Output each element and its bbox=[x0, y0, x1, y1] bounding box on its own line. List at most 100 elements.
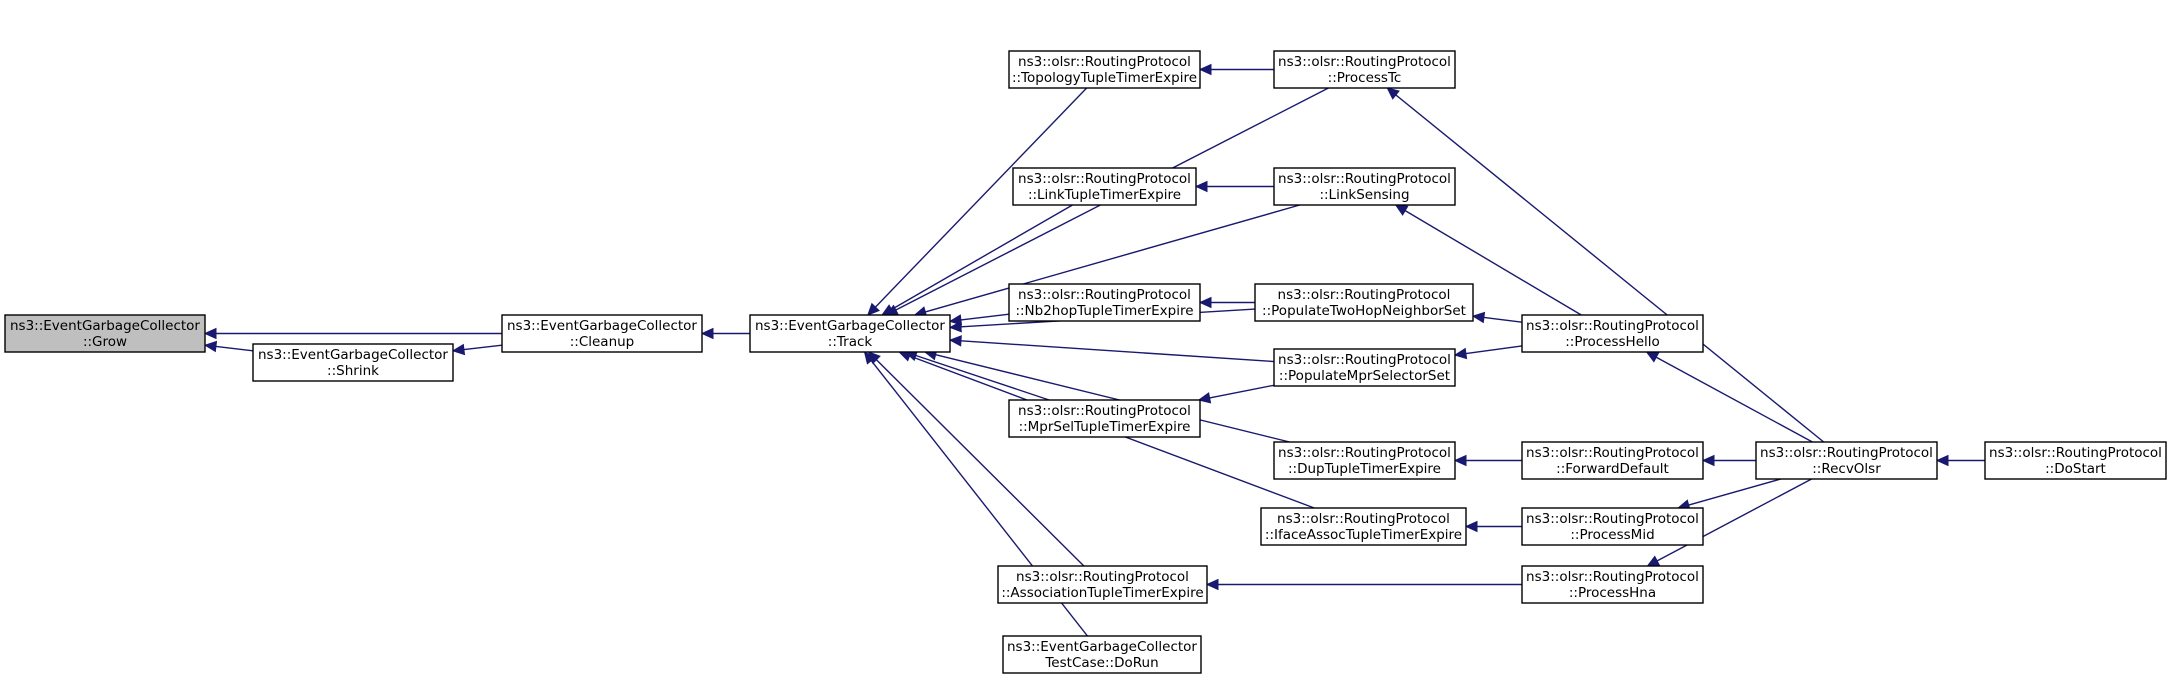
edge-populateMprSel-to-mprSelTupleTimerExpire bbox=[1197, 384, 1275, 404]
node-cleanup[interactable]: ns3::EventGarbageCollector::Cleanup bbox=[501, 314, 703, 353]
node-box bbox=[1273, 441, 1456, 480]
node-label-line1: ns3::olsr::RoutingProtocol bbox=[1760, 445, 1933, 461]
edge-line bbox=[874, 87, 1088, 308]
node-box bbox=[1521, 507, 1704, 546]
node-label-line2: ::DupTupleTimerExpire bbox=[1288, 461, 1441, 477]
node-label-line2: ::ProcessHello bbox=[1565, 334, 1660, 350]
arrowhead bbox=[1453, 347, 1468, 360]
node-label-line2: ::TopologyTupleTimerExpire bbox=[1012, 70, 1197, 86]
edge-line bbox=[1395, 94, 1825, 443]
node-mprSelTupleTimerExpire[interactable]: ns3::olsr::RoutingProtocol::MprSelTupleT… bbox=[1008, 399, 1201, 438]
node-box bbox=[1521, 565, 1704, 604]
node-forwardDefault[interactable]: ns3::olsr::RoutingProtocol::ForwardDefau… bbox=[1521, 441, 1704, 480]
node-label-line1: ns3::EventGarbageCollector bbox=[507, 318, 697, 334]
arrowhead bbox=[948, 335, 962, 347]
node-label-line1: ns3::olsr::RoutingProtocol bbox=[1278, 54, 1451, 70]
edge-cleanup-to-grow bbox=[203, 327, 502, 340]
node-label-line2: ::Grow bbox=[83, 334, 127, 350]
arrowhead bbox=[1646, 555, 1661, 567]
edge-line bbox=[215, 345, 254, 352]
node-label-line1: ns3::olsr::RoutingProtocol bbox=[1018, 171, 1191, 187]
edge-line bbox=[1655, 356, 1813, 443]
arrowhead bbox=[1935, 454, 1949, 467]
node-linkSensing[interactable]: ns3::olsr::RoutingProtocol::LinkSensing bbox=[1273, 167, 1456, 206]
node-ifaceAssocTupleTimerExpire[interactable]: ns3::olsr::RoutingProtocol::IfaceAssocTu… bbox=[1260, 507, 1467, 546]
node-linkTupleTimerExpire[interactable]: ns3::olsr::RoutingProtocol::LinkTupleTim… bbox=[1012, 167, 1197, 206]
node-processMid[interactable]: ns3::olsr::RoutingProtocol::ProcessMid bbox=[1521, 507, 1704, 546]
node-associationTupleTimerExpire[interactable]: ns3::olsr::RoutingProtocol::AssociationT… bbox=[997, 565, 1208, 604]
node-populateMprSel[interactable]: ns3::olsr::RoutingProtocol::PopulateMprS… bbox=[1273, 348, 1456, 387]
node-box bbox=[1260, 507, 1467, 546]
node-label-line2: ::MprSelTupleTimerExpire bbox=[1019, 419, 1191, 435]
node-box bbox=[1273, 50, 1456, 89]
arrowhead bbox=[866, 302, 880, 316]
node-label-line1: ns3::olsr::RoutingProtocol bbox=[1278, 171, 1451, 187]
node-label-line2: TestCase::DoRun bbox=[1044, 655, 1158, 671]
edge-line bbox=[1656, 478, 1812, 562]
node-doStart[interactable]: ns3::olsr::RoutingProtocol::DoStart bbox=[1984, 441, 2167, 480]
arrowhead bbox=[1386, 87, 1400, 100]
node-label-line2: ::Track bbox=[828, 334, 873, 350]
node-box bbox=[1521, 441, 1704, 480]
node-recvOlsr[interactable]: ns3::olsr::RoutingProtocol::RecvOlsr bbox=[1755, 441, 1938, 480]
node-box bbox=[1012, 167, 1197, 206]
arrowhead bbox=[451, 343, 466, 356]
node-label-line1: ns3::olsr::RoutingProtocol bbox=[1018, 54, 1191, 70]
edge-processHello-to-populateMprSel bbox=[1453, 345, 1523, 360]
node-populateTwoHop[interactable]: ns3::olsr::RoutingProtocol::PopulateTwoH… bbox=[1254, 283, 1474, 322]
node-label-line2: ::ProcessHna bbox=[1569, 585, 1656, 601]
edge-track-to-cleanup bbox=[700, 327, 750, 340]
node-testCaseDoRun[interactable]: ns3::EventGarbageCollectorTestCase::DoRu… bbox=[1002, 635, 1202, 674]
edge-line bbox=[960, 313, 1010, 321]
node-label-line1: ns3::olsr::RoutingProtocol bbox=[1526, 445, 1699, 461]
edge-recvOlsr-to-processTc bbox=[1386, 87, 1825, 443]
node-nb2hopTupleTimerExpire[interactable]: ns3::olsr::RoutingProtocol::Nb2hopTupleT… bbox=[1008, 283, 1201, 322]
edge-line bbox=[1483, 316, 1523, 323]
node-track[interactable]: ns3::EventGarbageCollector::Track bbox=[749, 314, 951, 353]
node-box bbox=[501, 314, 703, 353]
arrowhead bbox=[1198, 296, 1212, 309]
node-box bbox=[1008, 399, 1201, 438]
arrowhead bbox=[203, 340, 218, 353]
node-dupTupleTimerExpire[interactable]: ns3::olsr::RoutingProtocol::DupTupleTime… bbox=[1273, 441, 1456, 480]
node-processTc[interactable]: ns3::olsr::RoutingProtocol::ProcessTc bbox=[1273, 50, 1456, 89]
edge-line bbox=[925, 204, 1300, 313]
edge-line bbox=[1404, 210, 1582, 316]
node-label-line1: ns3::olsr::RoutingProtocol bbox=[1526, 511, 1699, 527]
node-processHello[interactable]: ns3::olsr::RoutingProtocol::ProcessHello bbox=[1521, 314, 1704, 353]
node-label-line2: ::PopulateTwoHopNeighborSet bbox=[1262, 303, 1466, 319]
node-label-line1: ns3::olsr::RoutingProtocol bbox=[1989, 445, 2162, 461]
node-processHna[interactable]: ns3::olsr::RoutingProtocol::ProcessHna bbox=[1521, 565, 1704, 604]
node-label-line2: ::IfaceAssocTupleTimerExpire bbox=[1265, 527, 1462, 543]
node-grow[interactable]: ns3::EventGarbageCollector::Grow bbox=[4, 314, 206, 353]
node-label-line2: ::Shrink bbox=[327, 363, 379, 379]
edge-line bbox=[935, 353, 1290, 443]
node-label-line1: ns3::olsr::RoutingProtocol bbox=[1278, 352, 1451, 368]
edge-line bbox=[875, 359, 1085, 567]
node-label-line2: ::RecvOlsr bbox=[1812, 461, 1881, 477]
arrowhead bbox=[1464, 520, 1478, 533]
node-box bbox=[997, 565, 1208, 604]
node-box bbox=[1002, 635, 1202, 674]
node-label-line1: ns3::EventGarbageCollector bbox=[755, 318, 945, 334]
node-box bbox=[749, 314, 951, 353]
node-box bbox=[1984, 441, 2167, 480]
node-box bbox=[1755, 441, 1938, 480]
arrowhead bbox=[1198, 63, 1212, 76]
arrowhead bbox=[1194, 180, 1208, 193]
node-label-line2: ::LinkTupleTimerExpire bbox=[1028, 187, 1181, 203]
edge-populateTwoHop-to-nb2hopTupleTimerExpire bbox=[1198, 296, 1255, 309]
edge-cleanup-to-shrink bbox=[451, 343, 503, 356]
node-shrink[interactable]: ns3::EventGarbageCollector::Shrink bbox=[252, 343, 454, 382]
node-topologyTupleTimerExpire[interactable]: ns3::olsr::RoutingProtocol::TopologyTupl… bbox=[1008, 50, 1201, 89]
node-label-line2: ::ProcessTc bbox=[1328, 70, 1402, 86]
node-label-line1: ns3::olsr::RoutingProtocol bbox=[1526, 318, 1699, 334]
node-box bbox=[1521, 314, 1704, 353]
edge-line bbox=[1209, 384, 1275, 399]
arrowhead bbox=[948, 314, 963, 326]
edge-mprSelTupleTimerExpire-to-track bbox=[904, 350, 1050, 401]
edge-recvOlsr-to-processMid bbox=[1676, 478, 1782, 511]
node-label-line1: ns3::olsr::RoutingProtocol bbox=[1278, 287, 1451, 303]
node-label-line2: ::ForwardDefault bbox=[1556, 461, 1669, 477]
